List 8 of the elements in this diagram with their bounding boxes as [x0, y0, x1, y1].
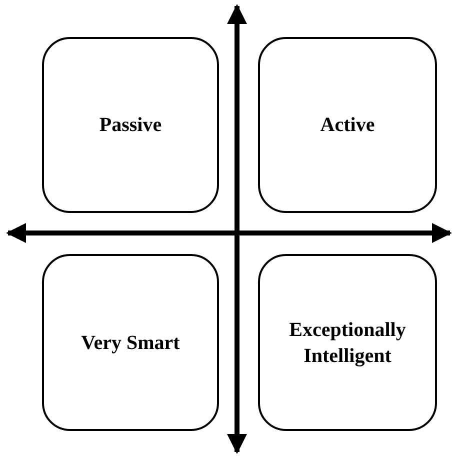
quadrant-label: Very Smart — [81, 330, 180, 356]
quadrant-label: Passive — [99, 113, 162, 138]
quadrant-label: Exceptionally Intelligent — [288, 318, 407, 368]
quadrant-label: Active — [320, 113, 375, 138]
quadrant-box — [42, 37, 219, 213]
quadrant-box — [42, 254, 219, 431]
quadrant-box — [258, 254, 437, 431]
quadrant-box — [258, 37, 437, 213]
